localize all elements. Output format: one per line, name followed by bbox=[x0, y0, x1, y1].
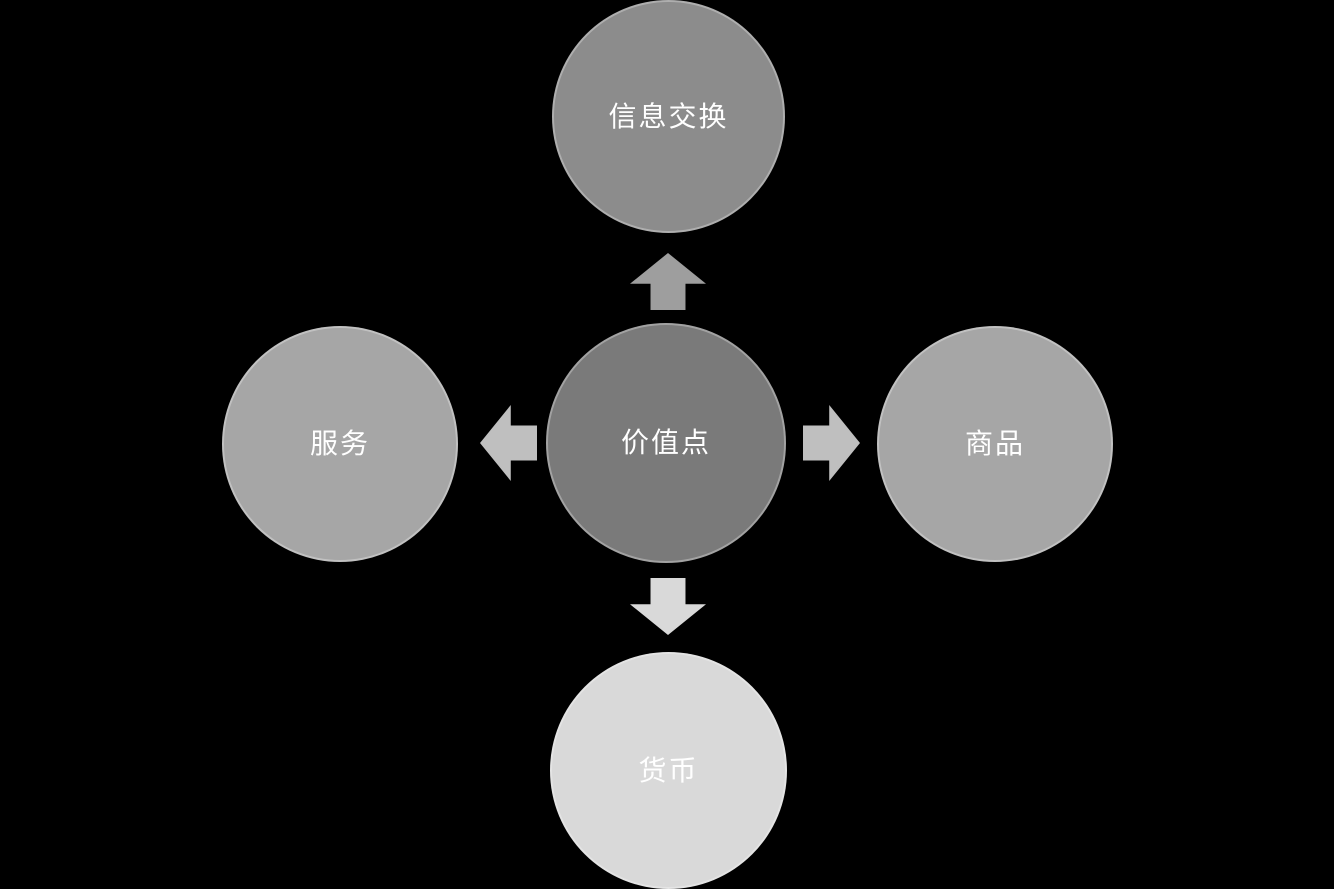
node-value-point-label: 价值点 bbox=[620, 427, 711, 459]
arrow-up-icon bbox=[630, 253, 706, 310]
node-information-exchange: 信息交换 bbox=[552, 0, 785, 233]
node-information-exchange-label: 信息交换 bbox=[608, 100, 729, 132]
node-goods: 商品 bbox=[877, 326, 1113, 562]
arrow-left-icon bbox=[480, 405, 537, 481]
node-goods-label: 商品 bbox=[964, 428, 1025, 460]
node-currency: 货币 bbox=[550, 652, 787, 889]
node-currency-label: 货币 bbox=[638, 754, 699, 786]
arrow-right-icon bbox=[803, 405, 860, 481]
arrow-down-icon bbox=[630, 578, 706, 635]
node-value-point: 价值点 bbox=[546, 323, 786, 563]
node-service-label: 服务 bbox=[309, 428, 370, 460]
node-service: 服务 bbox=[222, 326, 458, 562]
